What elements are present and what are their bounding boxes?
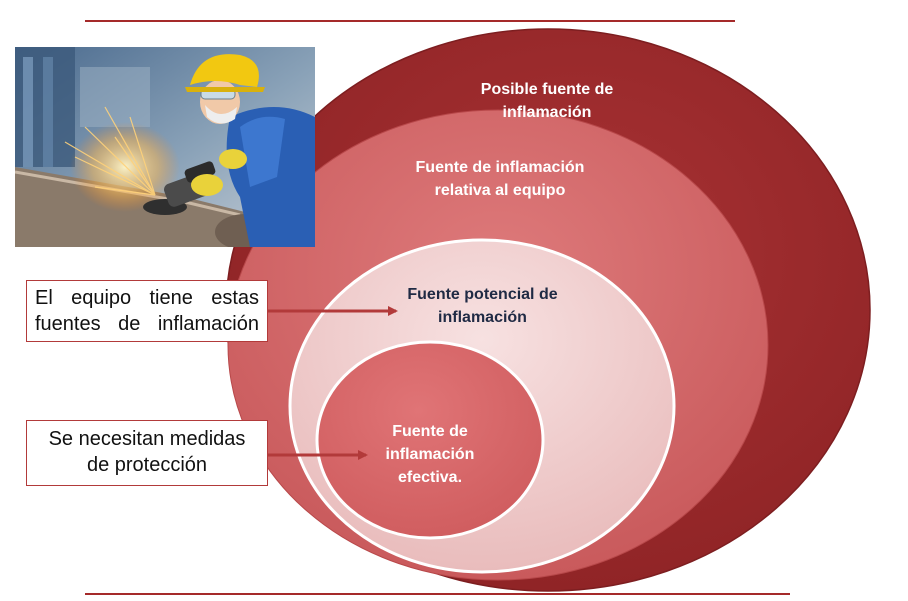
worker-grinding-illustration [15,47,315,247]
label-fuente-potencial: Fuente potencial de inflamación [407,286,558,326]
label-fuente-relativa: Fuente de inflamación relativa al equipo [415,159,585,199]
callout-equipo-text: El equipo tiene estas fuentes de inflama… [35,287,259,335]
callout-equipo-fuentes: El equipo tiene estas fuentes de inflama… [26,280,268,342]
label-fuente-efectiva: Fuente de inflamación efectiva. [385,423,475,486]
label-posible-fuente: Posible fuente de inflamación [480,81,614,121]
worker-grinding-photo [15,47,315,247]
callout-medidas-text: Se necesitan medidas de protección [48,428,246,476]
top-divider-line [85,20,735,22]
ring-fuente-efectiva [315,340,545,540]
callout-medidas-proteccion: Se necesitan medidas de protección [26,420,268,486]
bottom-divider-line [85,593,790,595]
